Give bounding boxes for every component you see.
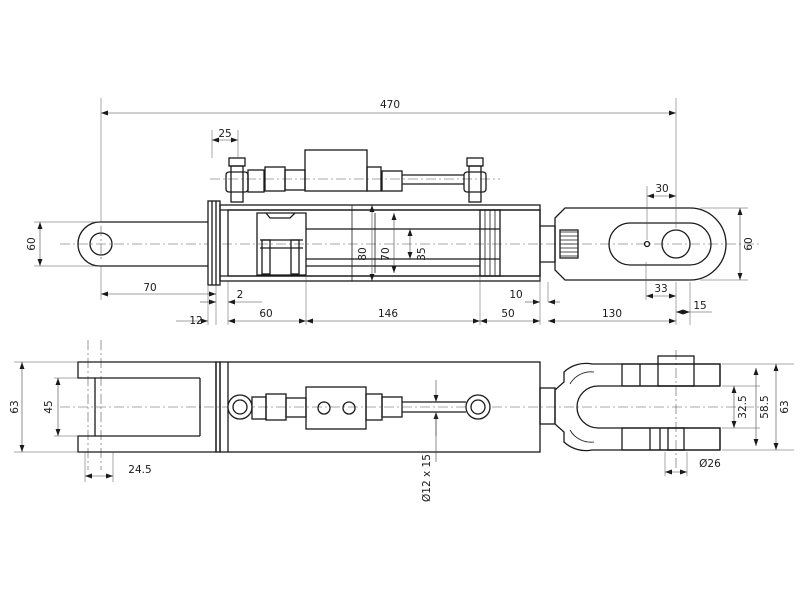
right-clevis-side	[554, 355, 721, 452]
hydraulic-tube-side	[227, 380, 491, 462]
dim-bore-outer: 80	[357, 247, 369, 260]
dim-offset-12: 12	[189, 315, 202, 327]
dim-pin-dia: Ø26	[699, 458, 721, 470]
top-view-dimensions: 470 25 60 70 2 12 60	[26, 98, 755, 327]
side-view: 63 45 24.5 Ø12 x 15 Ø26 32.5 58.5 63	[9, 340, 794, 502]
dim-fork-gap: 45	[43, 400, 55, 413]
dim-eye-offset-left: 70	[143, 282, 156, 294]
hydraulic-tube-top	[225, 149, 487, 203]
dim-tube-size: Ø12 x 15	[421, 454, 433, 502]
dim-eye-height-left: 60	[26, 237, 38, 250]
dim-clevis-outer: 63	[779, 400, 791, 413]
dim-fork-offset: 24.5	[128, 464, 151, 476]
dim-clevis-tip: 15	[693, 300, 706, 312]
dim-rod-offset: 50	[501, 308, 514, 320]
dim-overall-length: 470	[380, 99, 400, 111]
dim-fitting-pitch: 25	[218, 128, 231, 140]
piston-rod	[306, 209, 556, 277]
piston	[256, 212, 307, 276]
top-view: 470 25 60 70 2 12 60	[26, 98, 760, 327]
dim-rod-dia: 35	[416, 247, 428, 260]
side-view-dimensions: 63 45 24.5 Ø12 x 15 Ø26 32.5 58.5 63	[9, 361, 794, 502]
dim-rod-step: 10	[509, 289, 522, 301]
left-eye-lug	[77, 221, 216, 267]
dim-clevis-inner: 32.5	[737, 395, 749, 418]
dim-clevis-slot: 30	[655, 183, 668, 195]
dim-stroke: 146	[378, 308, 398, 320]
dim-eye-width: 63	[9, 400, 21, 413]
dim-clevis-height: 60	[743, 237, 755, 250]
dim-clevis-mid: 58.5	[759, 395, 771, 418]
right-clevis-top	[554, 207, 727, 281]
left-fork	[77, 361, 217, 453]
dim-clevis-length: 130	[602, 308, 622, 320]
dim-gap-small: 2	[237, 289, 244, 301]
dim-port-spacing: 60	[259, 308, 272, 320]
dim-clevis-hole: 33	[654, 283, 667, 295]
dim-bore-inner: 70	[380, 247, 392, 260]
